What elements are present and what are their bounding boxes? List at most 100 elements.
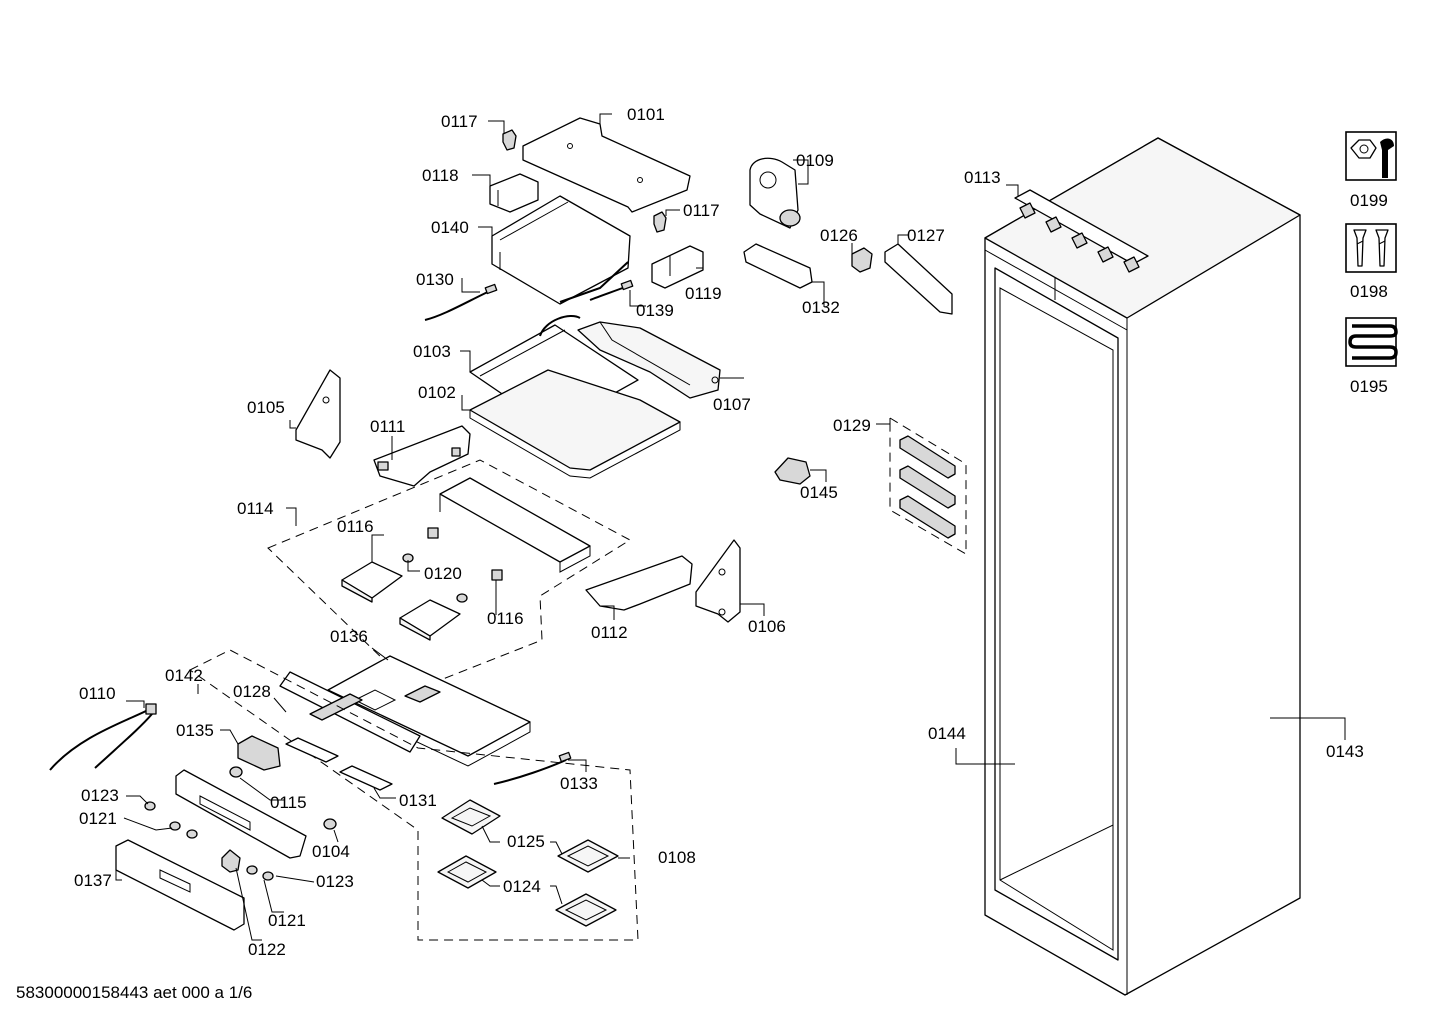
screw-e	[262, 871, 274, 881]
label-0128: 0128	[233, 682, 271, 701]
label-0127: 0127	[907, 226, 945, 245]
left-support	[373, 425, 471, 487]
control-frame	[279, 671, 421, 753]
filter-b	[557, 839, 619, 873]
left-bracket	[295, 369, 341, 459]
label-0142: 0142	[165, 666, 203, 685]
label-0126: 0126	[820, 226, 858, 245]
label-0143: 0143	[1326, 742, 1364, 761]
label-0133: 0133	[560, 774, 598, 793]
label-0119: 0119	[685, 284, 722, 303]
label-0117-top: 0117	[441, 112, 478, 131]
filter-strip-a	[285, 737, 339, 763]
label-0105: 0105	[247, 398, 285, 417]
label-0140: 0140	[431, 218, 469, 237]
label-0102: 0102	[418, 383, 456, 402]
knob-0115	[229, 766, 243, 778]
label-0111: 0111	[370, 417, 405, 436]
fan-motor	[749, 157, 801, 229]
label-0123-a: 0123	[81, 786, 119, 805]
insulation-pad	[489, 173, 539, 213]
control-group-outline	[189, 649, 639, 941]
cabinet-body	[984, 137, 1301, 996]
filter-c	[437, 855, 497, 889]
screw-b	[169, 821, 181, 831]
label-0121-a: 0121	[79, 809, 117, 828]
label-0114: 0114	[237, 499, 274, 518]
knob-0104	[323, 818, 337, 830]
label-0116-a: 0116	[337, 517, 374, 536]
lamp-housing-group	[267, 459, 631, 691]
label-0129: 0129	[833, 416, 871, 435]
label-0115: 0115	[270, 793, 307, 812]
socket-a	[427, 527, 439, 539]
front-plate	[115, 839, 245, 931]
sensor-cable-a	[424, 283, 498, 321]
clip-top	[502, 129, 517, 151]
filter-d	[555, 893, 617, 927]
label-0117-mid: 0117	[683, 201, 720, 220]
label-0131: 0131	[399, 791, 437, 810]
label-0107: 0107	[713, 395, 751, 414]
air-duct	[577, 321, 721, 399]
label-0108: 0108	[658, 848, 696, 867]
cable-0110	[49, 703, 157, 771]
right-support	[585, 555, 693, 611]
top-hinge-plate	[1014, 189, 1149, 273]
screw-d	[246, 865, 258, 875]
top-cover	[522, 117, 691, 213]
wrench-nut-icon	[1345, 131, 1397, 181]
label-0110: 0110	[79, 684, 116, 703]
drip-tray	[469, 369, 681, 479]
filter-strip-b	[339, 765, 393, 791]
label-0139: 0139	[636, 301, 674, 320]
panel-cover	[884, 243, 953, 315]
label-0123-b: 0123	[316, 872, 354, 891]
evaporator	[491, 195, 631, 305]
bulb-b	[456, 593, 468, 603]
lamp-cover-a	[341, 561, 403, 603]
socket-b	[491, 569, 503, 581]
label-0130: 0130	[416, 270, 454, 289]
label-0104: 0104	[312, 842, 350, 861]
label-0125: 0125	[507, 832, 545, 851]
label-0103: 0103	[413, 342, 451, 361]
document-code: 58300000158443 aet 000 a 1/6	[16, 983, 252, 1002]
label-0135: 0135	[176, 721, 214, 740]
label-0145: 0145	[800, 483, 838, 502]
legend: 0199 0198 0195	[1345, 131, 1398, 396]
cover-strip	[743, 243, 813, 289]
label-0101: 0101	[627, 105, 665, 124]
cable-0133	[493, 751, 572, 785]
label-0120: 0120	[424, 564, 462, 583]
small-clip	[774, 457, 811, 485]
right-bracket	[695, 539, 741, 623]
label-0137: 0137	[74, 871, 112, 890]
callout-labels: 0101 0117 0118 0140 0117 0119 0130 0139 …	[74, 105, 1364, 959]
label-0106: 0106	[748, 617, 786, 636]
label-0144: 0144	[928, 724, 966, 743]
display-clip	[237, 735, 281, 771]
filter-a	[441, 799, 501, 835]
sensor-cable-b	[589, 279, 634, 301]
label-0109: 0109	[796, 151, 834, 170]
legend-label-0198: 0198	[1350, 282, 1388, 301]
label-0136: 0136	[330, 627, 368, 646]
evaporator-mount	[651, 245, 704, 289]
screw-c	[186, 829, 198, 839]
label-0132: 0132	[802, 298, 840, 317]
label-0118: 0118	[422, 166, 459, 185]
legend-label-0199: 0199	[1350, 191, 1388, 210]
label-0122: 0122	[248, 940, 286, 959]
shelf-supports	[889, 417, 967, 555]
label-0124: 0124	[503, 877, 541, 896]
label-0116-b: 0116	[487, 609, 524, 628]
holder-0122	[221, 849, 241, 873]
switch	[851, 247, 873, 273]
label-0121-b: 0121	[268, 911, 306, 930]
heating-coil-icon	[1345, 317, 1398, 367]
legend-label-0195: 0195	[1350, 377, 1388, 396]
clip-mid	[653, 211, 667, 233]
screws-icon	[1345, 223, 1397, 273]
